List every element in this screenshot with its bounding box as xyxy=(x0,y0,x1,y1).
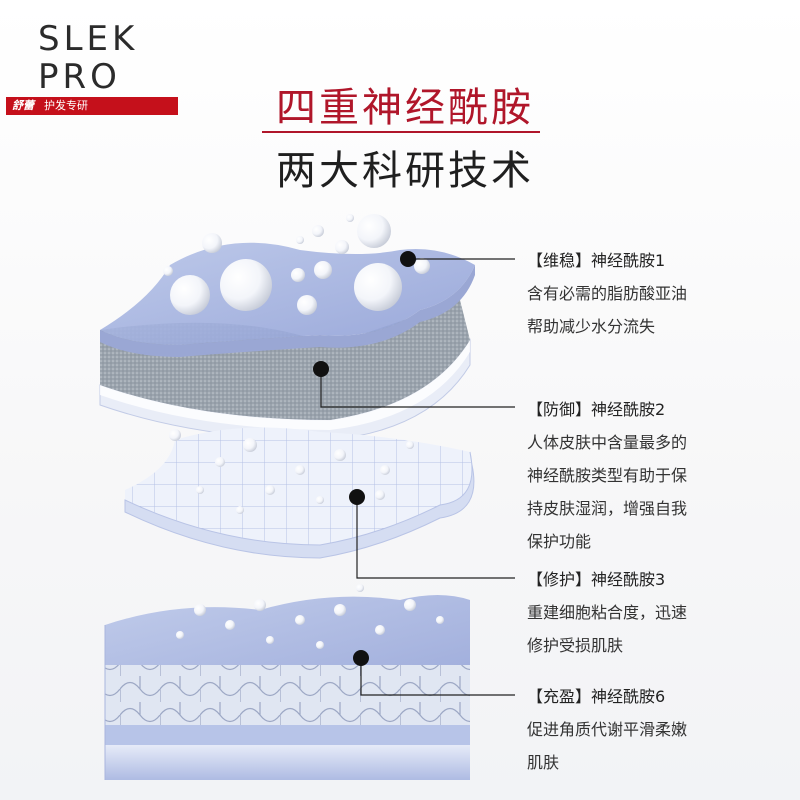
layer-repair xyxy=(124,427,475,559)
label-fill: 【充盈】神经酰胺6 促进角质代谢平滑柔嫩 肌肤 xyxy=(527,680,687,779)
brand-logo-text: 舒蕾 xyxy=(6,97,40,115)
layer-fill xyxy=(104,595,470,780)
label-repair: 【修护】神经酰胺3 重建细胞粘合度，迅速 修护受损肌肤 xyxy=(527,563,687,662)
brand-tagline: 护发专研 xyxy=(40,97,178,115)
label-repair-line: 重建细胞粘合度，迅速 xyxy=(527,603,688,622)
label-defense: 【防御】神经酰胺2 人体皮肤中含量最多的 神经酰胺类型有助于保 持皮肤湿润，增强… xyxy=(527,393,687,558)
label-stabilize-head: 【维稳】神经酰胺1 xyxy=(527,251,666,270)
label-defense-line: 人体皮肤中含量最多的 xyxy=(527,433,688,452)
label-defense-line: 神经酰胺类型有助于保 xyxy=(527,466,688,485)
label-stabilize: 【维稳】神经酰胺1 含有必需的脂肪酸亚油 帮助减少水分流失 xyxy=(527,244,687,343)
title-divider xyxy=(262,131,540,133)
callout-dots xyxy=(313,251,416,666)
label-defense-line: 持皮肤湿润，增强自我 xyxy=(527,499,688,518)
label-repair-line: 修护受损肌肤 xyxy=(527,636,624,655)
brand-name-line1: SLEK xyxy=(38,19,139,59)
label-repair-head: 【修护】神经酰胺3 xyxy=(527,570,666,589)
brand-logo: SLEK PRO xyxy=(38,20,138,96)
label-stabilize-line: 帮助减少水分流失 xyxy=(527,317,656,336)
moisture-bubbles xyxy=(163,214,444,649)
brand-tag-bar: 舒蕾 护发专研 xyxy=(6,97,178,115)
headline-main: 四重神经酰胺 xyxy=(276,85,534,131)
callout-dot-3 xyxy=(349,489,365,505)
callout-dot-1 xyxy=(400,251,416,267)
label-defense-line: 保护功能 xyxy=(527,532,592,551)
callout-dot-2 xyxy=(313,361,329,377)
headline-sub: 两大科研技术 xyxy=(276,148,534,194)
label-fill-line: 促进角质代谢平滑柔嫩 xyxy=(527,720,688,739)
brand-name-line2: PRO xyxy=(38,57,121,97)
callout-dot-4 xyxy=(353,650,369,666)
label-fill-line: 肌肤 xyxy=(527,753,560,772)
label-defense-head: 【防御】神经酰胺2 xyxy=(527,400,666,419)
label-fill-head: 【充盈】神经酰胺6 xyxy=(527,687,666,706)
label-stabilize-line: 含有必需的脂肪酸亚油 xyxy=(527,284,688,303)
callout-lines xyxy=(320,258,515,696)
